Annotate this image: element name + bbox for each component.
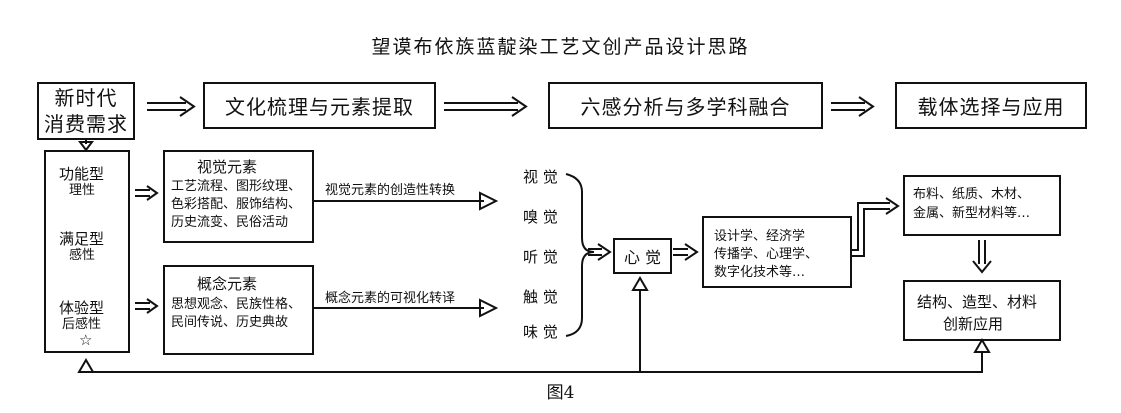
sense-sight: 视 觉: [523, 168, 558, 186]
double-arrow-disciplines: [673, 243, 699, 261]
double-arrow-1: [147, 96, 196, 117]
star-icon: ☆: [79, 331, 93, 349]
double-arrow-materials: [852, 197, 900, 257]
figure-caption: 图4: [546, 383, 575, 403]
culture-label: 文化梳理与元素提取: [225, 95, 414, 119]
feedback-loop: [86, 290, 983, 373]
experience-sub: 后感性: [62, 317, 102, 332]
diagram-title: 望谟布依族蓝靛染工艺文创产品设计思路: [371, 36, 750, 58]
sense-touch: 触 觉: [523, 288, 558, 306]
visual-line-3: 历史流变、民俗活动: [171, 215, 289, 230]
functional-type: 功能型: [59, 165, 105, 183]
innovation-line-2: 创新应用: [943, 315, 1004, 333]
senses-brace: [565, 173, 595, 337]
sense-smell: 嗅 觉: [523, 208, 558, 226]
satisfy-type: 满足型: [59, 230, 105, 248]
visual-elements-box: [163, 150, 314, 243]
culture-box: 文化梳理与元素提取: [203, 82, 436, 129]
materials-line-1: 布料、纸质、木材、: [913, 187, 1031, 202]
satisfy-sub: 感性: [69, 248, 96, 263]
double-arrow-3: [831, 96, 875, 117]
concept-elements-box: [163, 265, 314, 355]
experience-type: 体验型: [59, 299, 105, 317]
visual-transform-label: 视觉元素的创造性转换: [325, 183, 456, 198]
concept-transform-head: [479, 298, 499, 318]
double-arrow-down: [972, 240, 992, 274]
double-arrow-concept: [135, 298, 159, 314]
double-arrow-heart: [588, 243, 612, 261]
feedback-head-heart: [631, 276, 649, 291]
functional-sub: 理性: [69, 183, 96, 198]
visual-heading: 视觉元素: [197, 158, 258, 176]
concept-line-2: 民间传说、历史典故: [171, 315, 289, 330]
carrier-label: 载体选择与应用: [917, 95, 1065, 119]
feedback-head-left: [77, 358, 95, 373]
sense-taste: 味 觉: [523, 323, 558, 341]
needs-column-box: [44, 150, 130, 353]
sense-hearing: 听 觉: [523, 248, 558, 266]
concept-heading: 概念元素: [197, 275, 258, 293]
heart-sense-label: 心 觉: [623, 248, 662, 267]
double-arrow-2: [444, 96, 528, 117]
disciplines-line-2: 传播学、心理学、: [714, 247, 819, 262]
concept-line-1: 思想观念、民族性格、: [171, 297, 302, 312]
era-line-1: 新时代: [54, 86, 118, 110]
era-demand-box: 新时代 消费需求: [37, 82, 135, 140]
materials-line-2: 金属、新型材料等…: [913, 206, 1031, 221]
innovation-line-1: 结构、造型、材料: [917, 293, 1038, 311]
down-arrow-era: [78, 140, 94, 152]
senses-analysis-box: 六感分析与多学科融合: [548, 82, 823, 129]
concept-transform-label: 概念元素的可视化转译: [325, 291, 456, 306]
heart-sense-box: 心 觉: [613, 238, 672, 274]
visual-line-1: 工艺流程、图形纹理、: [171, 179, 302, 194]
disciplines-line-3: 数字化技术等…: [714, 265, 806, 280]
era-line-2: 消费需求: [44, 112, 128, 136]
disciplines-box: [702, 216, 852, 288]
visual-line-2: 色彩搭配、服饰结构、: [171, 197, 302, 212]
visual-transform-head: [479, 191, 499, 211]
feedback-head-right: [973, 338, 991, 353]
disciplines-line-1: 设计学、经济学: [714, 229, 806, 244]
double-arrow-visual: [135, 185, 159, 201]
materials-box: [903, 175, 1061, 236]
carrier-box: 载体选择与应用: [895, 82, 1087, 129]
senses-analysis-label: 六感分析与多学科融合: [580, 95, 791, 119]
